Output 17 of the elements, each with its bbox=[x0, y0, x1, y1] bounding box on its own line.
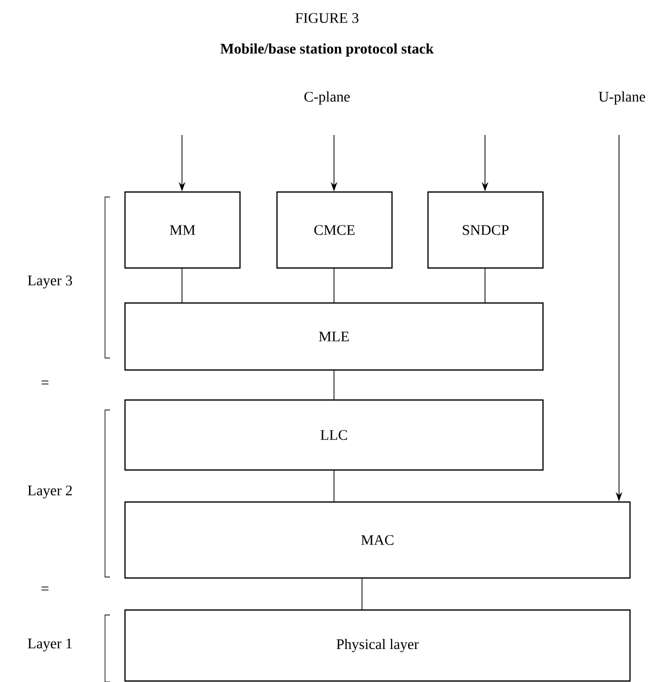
connector-line bbox=[484, 268, 486, 303]
plane-label: C-plane bbox=[304, 91, 350, 105]
figure-title: Mobile/base station protocol stack bbox=[220, 43, 434, 57]
layer-box: LLC bbox=[124, 399, 544, 471]
layer-label: Layer 3 bbox=[28, 276, 72, 288]
layer-box: MLE bbox=[124, 302, 544, 371]
layer-label: Layer 1 bbox=[28, 638, 72, 652]
plane-label: U-plane bbox=[598, 91, 646, 105]
equals-sign: = bbox=[42, 586, 48, 590]
layer-box: SNDCP bbox=[427, 191, 544, 269]
layer-label: Layer 2 bbox=[28, 486, 72, 498]
layer-box: Physical layer bbox=[124, 609, 631, 682]
figure-number: FIGURE 3 bbox=[295, 13, 358, 23]
equals-sign: = bbox=[42, 380, 48, 384]
layer-box: MM bbox=[124, 191, 241, 269]
layer-box: MAC bbox=[124, 501, 631, 579]
layer-box: CMCE bbox=[276, 191, 393, 269]
